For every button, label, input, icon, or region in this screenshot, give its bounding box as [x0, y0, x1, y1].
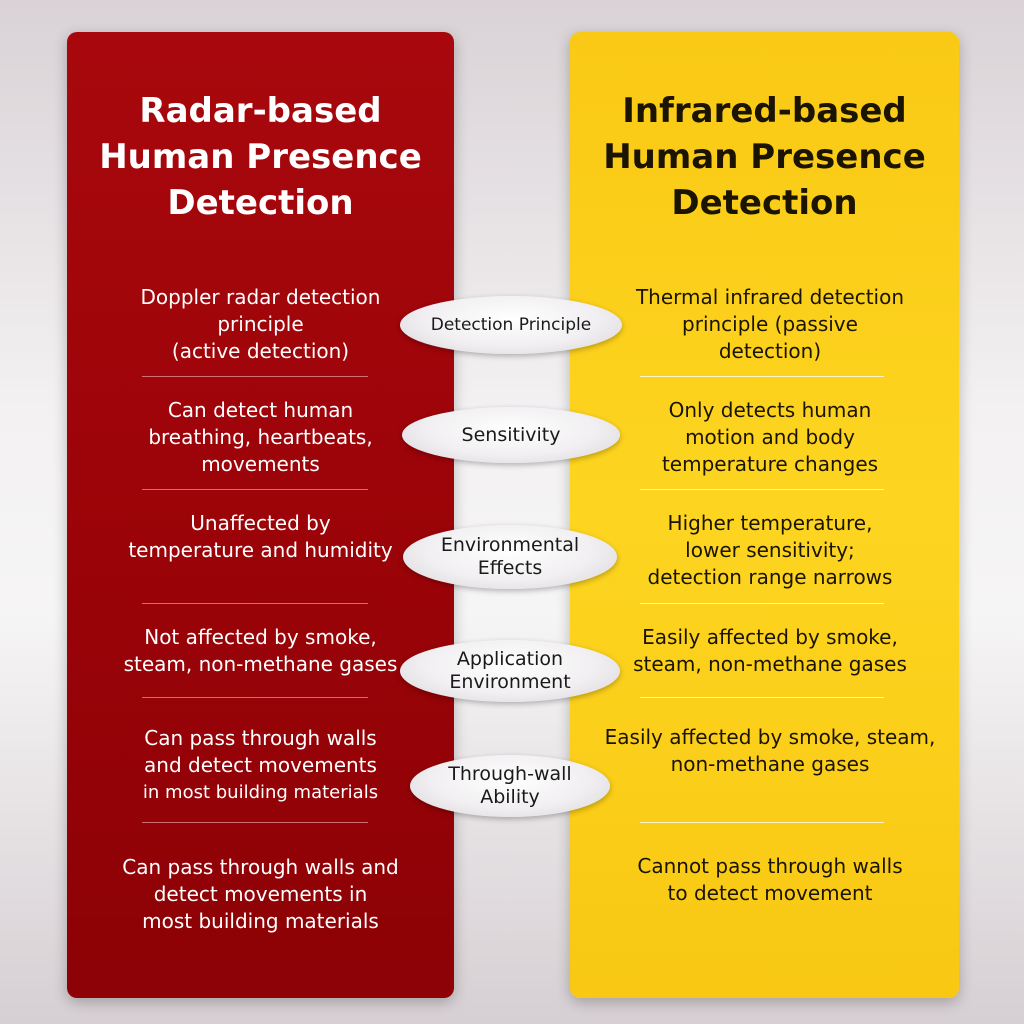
radar-title-line: Radar-based	[139, 91, 382, 131]
criterion-sensitivity: Sensitivity	[402, 407, 620, 463]
cell-line: motion and body	[685, 424, 855, 449]
infrared-panel	[570, 32, 959, 998]
criterion-application-environment: Application Environment	[400, 640, 620, 702]
cell-line: steam, non-methane gases	[633, 652, 907, 676]
radar-title-line: Detection	[167, 183, 354, 223]
infrared-title: Infrared-based Human Presence Detection	[570, 88, 959, 226]
infrared-title-line: Detection	[671, 183, 858, 223]
infrared-title-line: Infrared-based	[622, 91, 907, 131]
row-divider	[640, 603, 884, 604]
cell-line: (active detection)	[171, 338, 350, 363]
cell-line: principle (passive	[682, 311, 858, 336]
cell-line: detection)	[718, 338, 822, 363]
cell-line: most building materials	[142, 908, 379, 933]
row-divider	[142, 603, 368, 604]
infrared-detection-principle: Thermal infrared detection principle (pa…	[582, 282, 958, 366]
cell-line: Only detects human	[668, 397, 872, 422]
radar-panel	[67, 32, 454, 998]
infrared-title-line: Human Presence	[603, 137, 926, 177]
cell-line: steam, non-methane gases	[123, 652, 398, 676]
criterion-label: Environment	[449, 671, 571, 693]
cell-line: in most building materials	[142, 781, 379, 803]
criterion-label: Application	[456, 648, 564, 670]
cell-line: Easily affected by smoke, steam,	[604, 725, 936, 749]
radar-through-wall-ability: Can pass through walls and detect moveme…	[82, 720, 439, 810]
cell-line: Can pass through walls and	[122, 854, 399, 879]
cell-line: temperature changes	[661, 451, 879, 476]
infrared-application-environment: Easily affected by smoke, steam, non-met…	[582, 620, 958, 682]
radar-title: Radar-based Human Presence Detection	[67, 88, 454, 226]
cell-line: detect movements in	[153, 881, 368, 906]
infrared-through-wall-ability: Easily affected by smoke, steam, non-met…	[582, 720, 958, 782]
radar-application-environment: Not affected by smoke, steam, non-methan…	[82, 620, 439, 682]
radar-title-line: Human Presence	[99, 137, 422, 177]
criterion-label: Through-wall	[448, 763, 572, 785]
cell-line: and detect movements	[144, 752, 377, 777]
radar-detection-principle: Doppler radar detection principle (activ…	[82, 282, 439, 366]
cell-line: temperature and humidity	[128, 538, 393, 562]
cell-line: to detect movement	[667, 881, 873, 905]
cell-line: Can detect human	[167, 397, 354, 422]
criterion-environmental-effects: Environmental Effects	[403, 525, 617, 589]
row-divider	[142, 489, 368, 490]
cell-line: Easily affected by smoke,	[642, 625, 898, 649]
row-divider	[640, 697, 884, 698]
cell-line: Higher temperature,	[667, 510, 873, 535]
row-divider	[640, 489, 884, 490]
cell-line: lower sensitivity;	[685, 537, 855, 562]
row-divider	[142, 376, 368, 377]
cell-line: Unaffected by	[190, 511, 331, 535]
criterion-label: Detection Principle	[430, 314, 592, 335]
row-divider	[142, 822, 368, 823]
cell-line: detection range narrows	[647, 564, 893, 589]
cell-line: Thermal infrared detection	[635, 284, 905, 309]
criterion-label: Sensitivity	[461, 423, 561, 446]
row-divider	[640, 822, 884, 823]
cell-line: Doppler radar detection	[140, 284, 381, 309]
infrared-final-row: Cannot pass through walls to detect move…	[582, 850, 958, 910]
infrared-environmental-effects: Higher temperature, lower sensitivity; d…	[582, 506, 958, 594]
row-divider	[142, 697, 368, 698]
radar-environmental-effects: Unaffected by temperature and humidity	[82, 506, 439, 568]
criterion-label: Ability	[480, 786, 540, 808]
radar-final-row: Can pass through walls and detect moveme…	[82, 850, 439, 938]
criterion-detection-principle: Detection Principle	[400, 296, 622, 354]
criterion-label: Environmental	[440, 534, 580, 556]
cell-line: breathing, heartbeats,	[148, 424, 373, 449]
cell-line: movements	[201, 451, 320, 476]
row-divider	[640, 376, 884, 377]
radar-sensitivity: Can detect human breathing, heartbeats, …	[82, 395, 439, 479]
cell-line: Can pass through walls	[144, 725, 377, 750]
cell-line: Cannot pass through walls	[637, 854, 903, 878]
cell-line: principle	[217, 311, 304, 336]
criterion-through-wall-ability: Through-wall Ability	[410, 755, 610, 817]
infrared-sensitivity: Only detects human motion and body tempe…	[582, 395, 958, 479]
criterion-label: Effects	[477, 557, 543, 579]
cell-line: non-methane gases	[670, 752, 870, 776]
cell-line: Not affected by smoke,	[144, 625, 377, 649]
